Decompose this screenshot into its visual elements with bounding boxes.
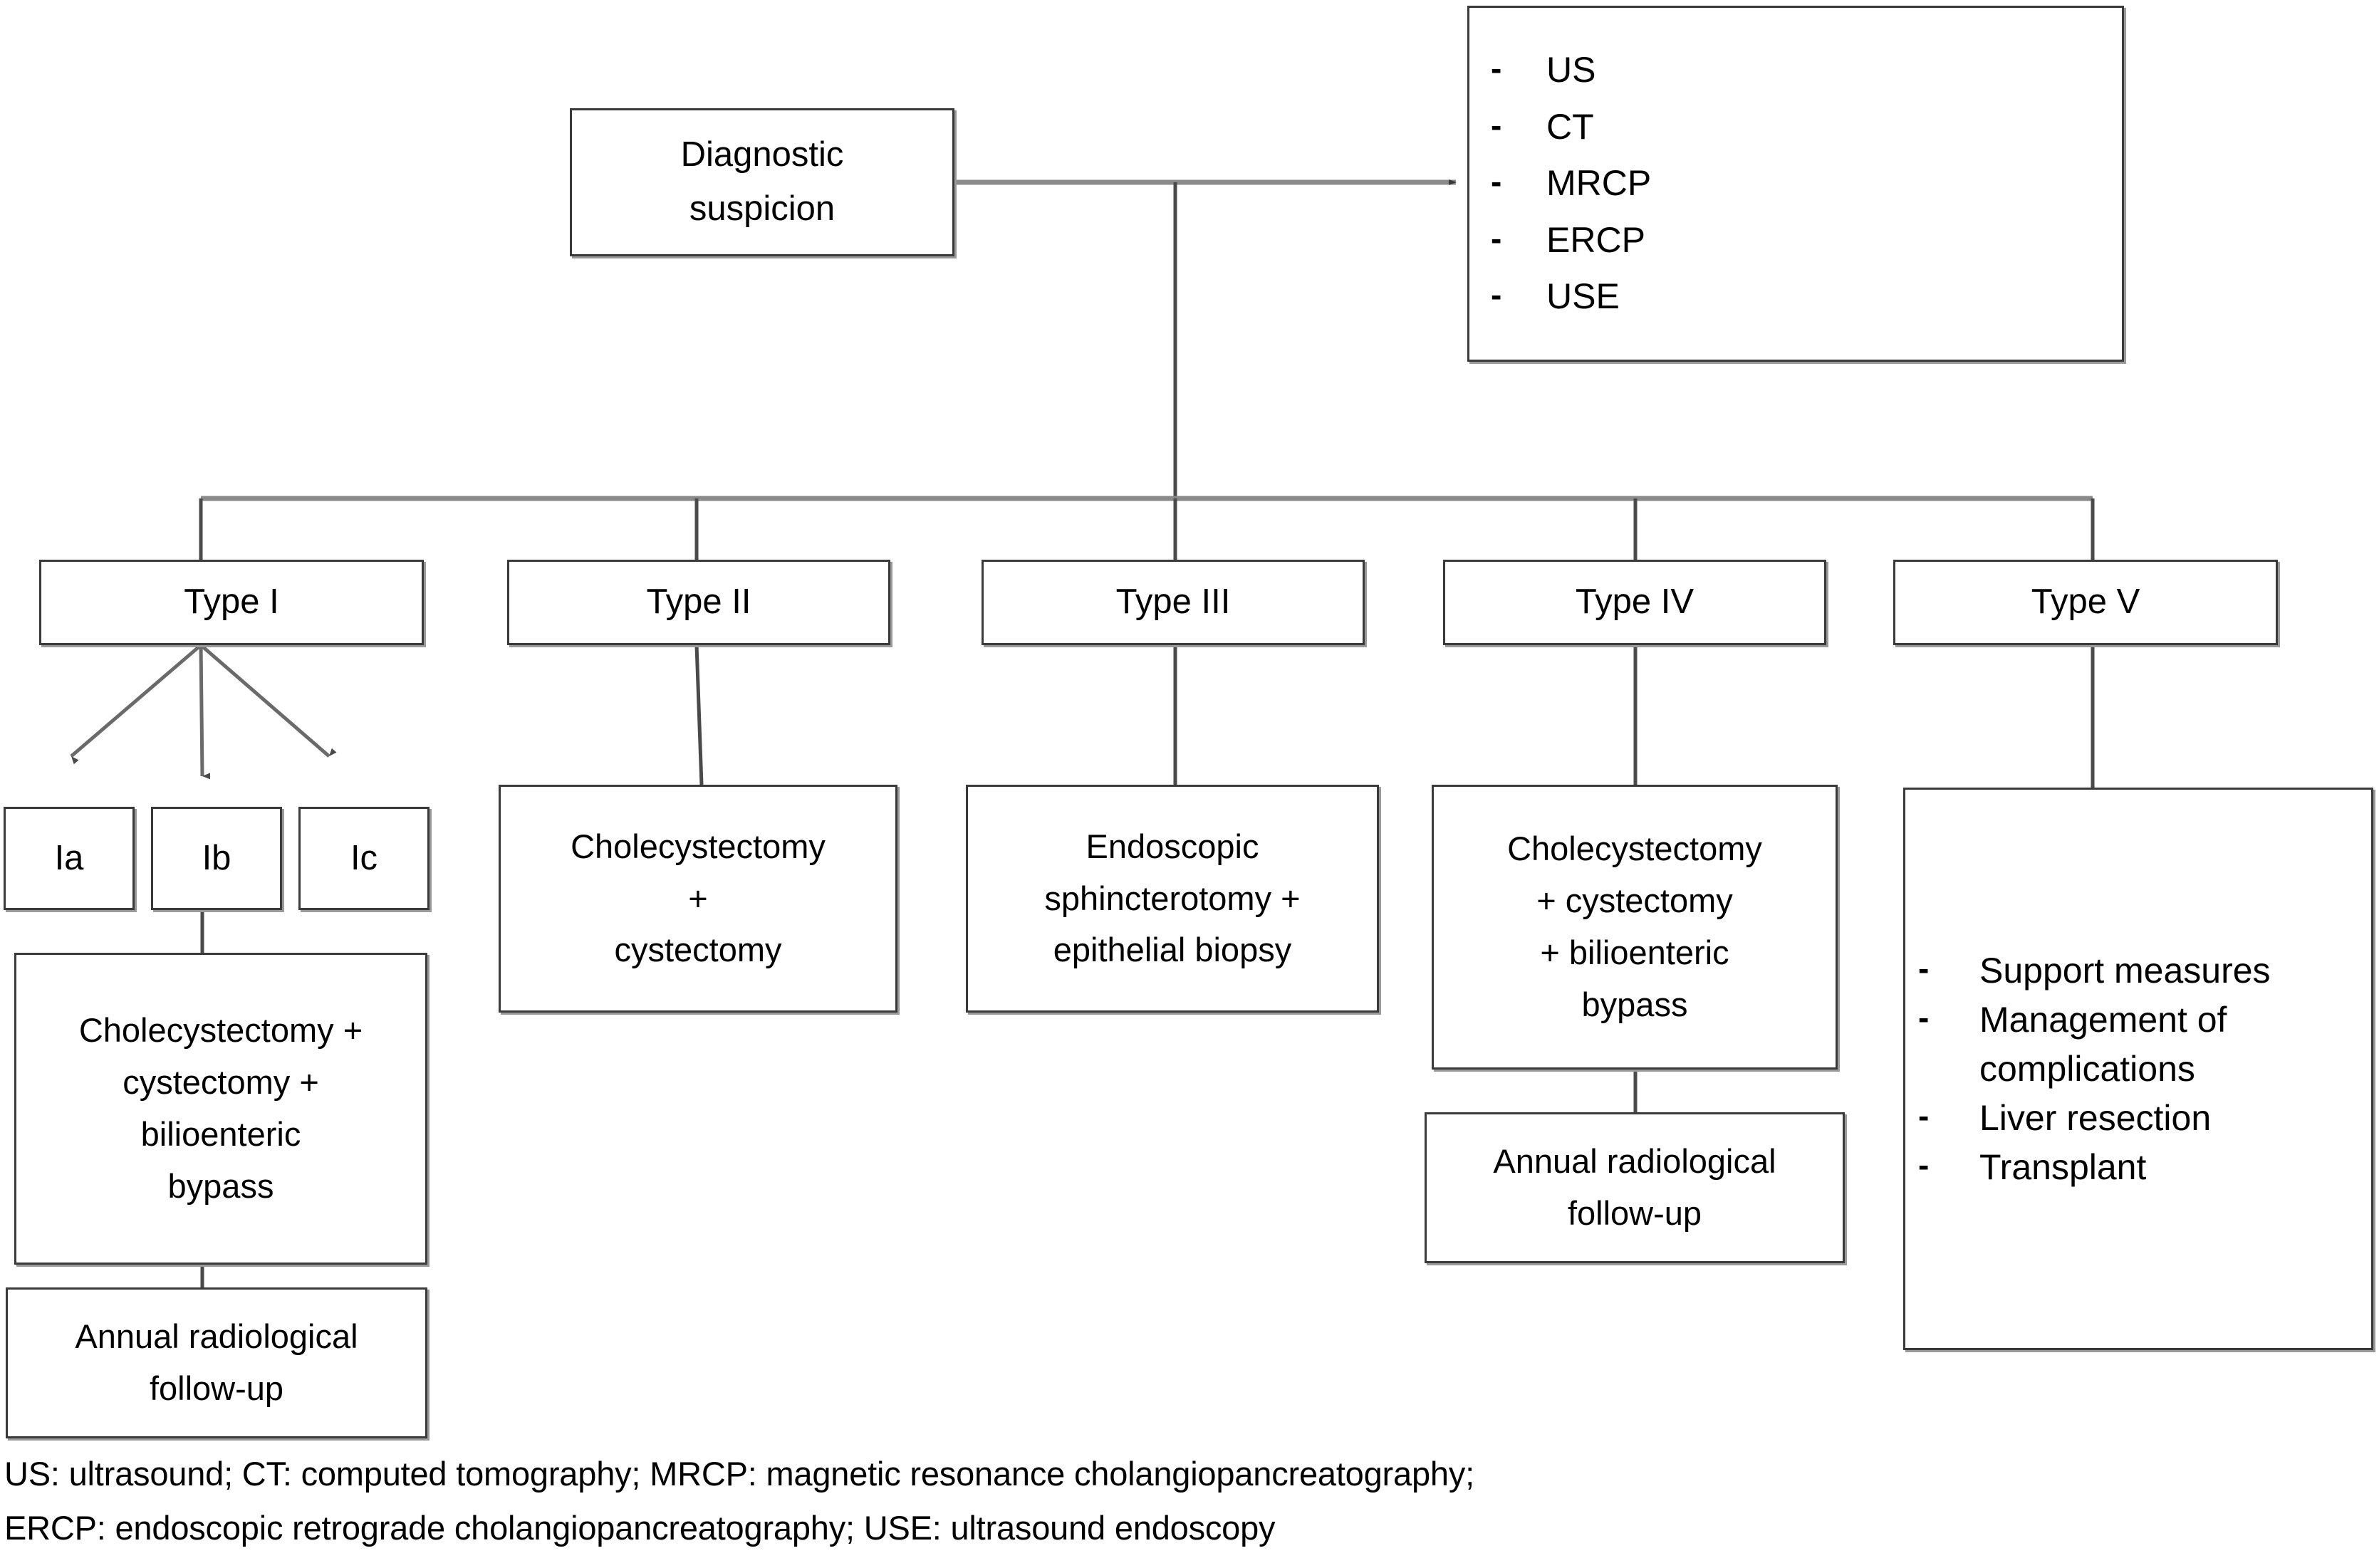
- type5-measure-label: Transplant: [1979, 1146, 2147, 1187]
- subtype-label: Ic: [350, 838, 378, 877]
- list-item: - US: [1469, 46, 2122, 95]
- list-item: - Support measures: [1918, 946, 2358, 995]
- treatment-line: bypass: [1581, 985, 1688, 1023]
- dash-bullet-icon: -: [1918, 1097, 1930, 1134]
- list-item: - MRCP: [1469, 160, 2122, 208]
- modality-label: US: [1546, 50, 1596, 90]
- footnote-line-2: ERCP: endoscopic retrograde cholangiopan…: [4, 1509, 1276, 1547]
- treatment-line: cystectomy: [614, 931, 782, 969]
- treatment-line: +: [688, 879, 708, 917]
- treatment-line: + cystectomy: [1536, 882, 1733, 920]
- treatment-line: sphincterotomy +: [1044, 879, 1301, 917]
- connector-type1-to-ic: [199, 644, 337, 758]
- followup-line: Annual radiological: [1493, 1142, 1776, 1181]
- node-diagnostic-modalities[interactable]: - US - CT - MRCP - ERCP - USE: [1467, 6, 2124, 362]
- type5-measure-label: Support measures: [1979, 950, 2271, 991]
- dash-bullet-icon: -: [1918, 998, 1930, 1036]
- treatment-line: Cholecystectomy: [1507, 830, 1762, 868]
- treatment-line: Endoscopic: [1086, 827, 1259, 865]
- subtype-label: Ia: [54, 838, 84, 877]
- node-subtype-ic[interactable]: Ic: [298, 807, 430, 910]
- node-subtype-ia[interactable]: Ia: [4, 807, 135, 910]
- subtype-label: Ib: [202, 838, 231, 877]
- type-label: Type III: [1115, 582, 1231, 622]
- dash-bullet-icon: -: [1918, 1146, 1930, 1183]
- node-type2-treatment[interactable]: Cholecystectomy + cystectomy: [499, 785, 897, 1013]
- dash-bullet-icon: -: [1491, 106, 1502, 144]
- modality-label: ERCP: [1546, 219, 1645, 260]
- node-type-3[interactable]: Type III: [982, 560, 1365, 645]
- dash-bullet-icon: -: [1491, 50, 1502, 88]
- dash-bullet-icon: -: [1491, 219, 1502, 257]
- node-type-5[interactable]: Type V: [1893, 560, 2278, 645]
- followup-line: follow-up: [149, 1369, 284, 1407]
- treatment-line: epithelial biopsy: [1053, 931, 1292, 969]
- list-item: - Transplant: [1918, 1143, 2358, 1192]
- type-label: Type I: [184, 582, 279, 622]
- node-type-2[interactable]: Type II: [507, 560, 890, 645]
- list-item: - USE: [1469, 273, 2122, 321]
- list-item: - Management of complications: [1918, 995, 2358, 1094]
- treatment-line: bilioenteric: [140, 1115, 301, 1153]
- list-item: - Liver resection: [1918, 1094, 2358, 1143]
- treatment-line: bypass: [167, 1166, 274, 1205]
- treatment-line: Cholecystectomy: [571, 827, 826, 865]
- dash-bullet-icon: -: [1491, 276, 1502, 314]
- node-type4-treatment[interactable]: Cholecystectomy + cystectomy + bilioente…: [1432, 785, 1838, 1070]
- treatment-line: cystectomy +: [123, 1063, 319, 1102]
- suspicion-line-2: suspicion: [689, 189, 835, 228]
- connector-type1-to-ia: [70, 644, 202, 765]
- type5-measure-label: Liver resection: [1979, 1097, 2212, 1138]
- list-item: - ERCP: [1469, 216, 2122, 265]
- connector-type1-to-ib: [199, 644, 211, 780]
- followup-line: Annual radiological: [75, 1317, 358, 1356]
- modality-label: USE: [1546, 276, 1620, 317]
- dash-bullet-icon: -: [1491, 163, 1502, 201]
- node-type1-treatment[interactable]: Cholecystectomy + cystectomy + bilioente…: [14, 953, 427, 1265]
- modality-label: MRCP: [1546, 163, 1652, 204]
- type-label: Type V: [2031, 582, 2140, 622]
- dash-bullet-icon: -: [1918, 949, 1930, 987]
- node-subtype-ib[interactable]: Ib: [151, 807, 282, 910]
- list-item: - CT: [1469, 103, 2122, 152]
- footnote-line-1: US: ultrasound; CT: computed tomography;…: [4, 1455, 1474, 1493]
- type5-measure-label: Management of complications: [1979, 999, 2227, 1089]
- node-diagnostic-suspicion[interactable]: Diagnostic suspicion: [570, 108, 954, 256]
- type-label: Type IV: [1575, 582, 1695, 622]
- type-label: Type II: [646, 582, 751, 622]
- node-type5-treatment[interactable]: - Support measures - Management of compl…: [1903, 788, 2373, 1350]
- node-type-4[interactable]: Type IV: [1443, 560, 1826, 645]
- modality-label: CT: [1546, 106, 1594, 147]
- node-type4-followup[interactable]: Annual radiological follow-up: [1425, 1112, 1845, 1263]
- treatment-line: Cholecystectomy +: [78, 1011, 363, 1050]
- node-type1-followup[interactable]: Annual radiological follow-up: [6, 1287, 427, 1438]
- treatment-line: + bilioenteric: [1540, 934, 1729, 971]
- suspicion-line-1: Diagnostic: [680, 135, 844, 174]
- followup-line: follow-up: [1567, 1194, 1702, 1232]
- node-type-1[interactable]: Type I: [39, 560, 424, 645]
- node-type3-treatment[interactable]: Endoscopic sphincterotomy + epithelial b…: [966, 785, 1379, 1013]
- connector-type2-to-treatment: [694, 644, 704, 785]
